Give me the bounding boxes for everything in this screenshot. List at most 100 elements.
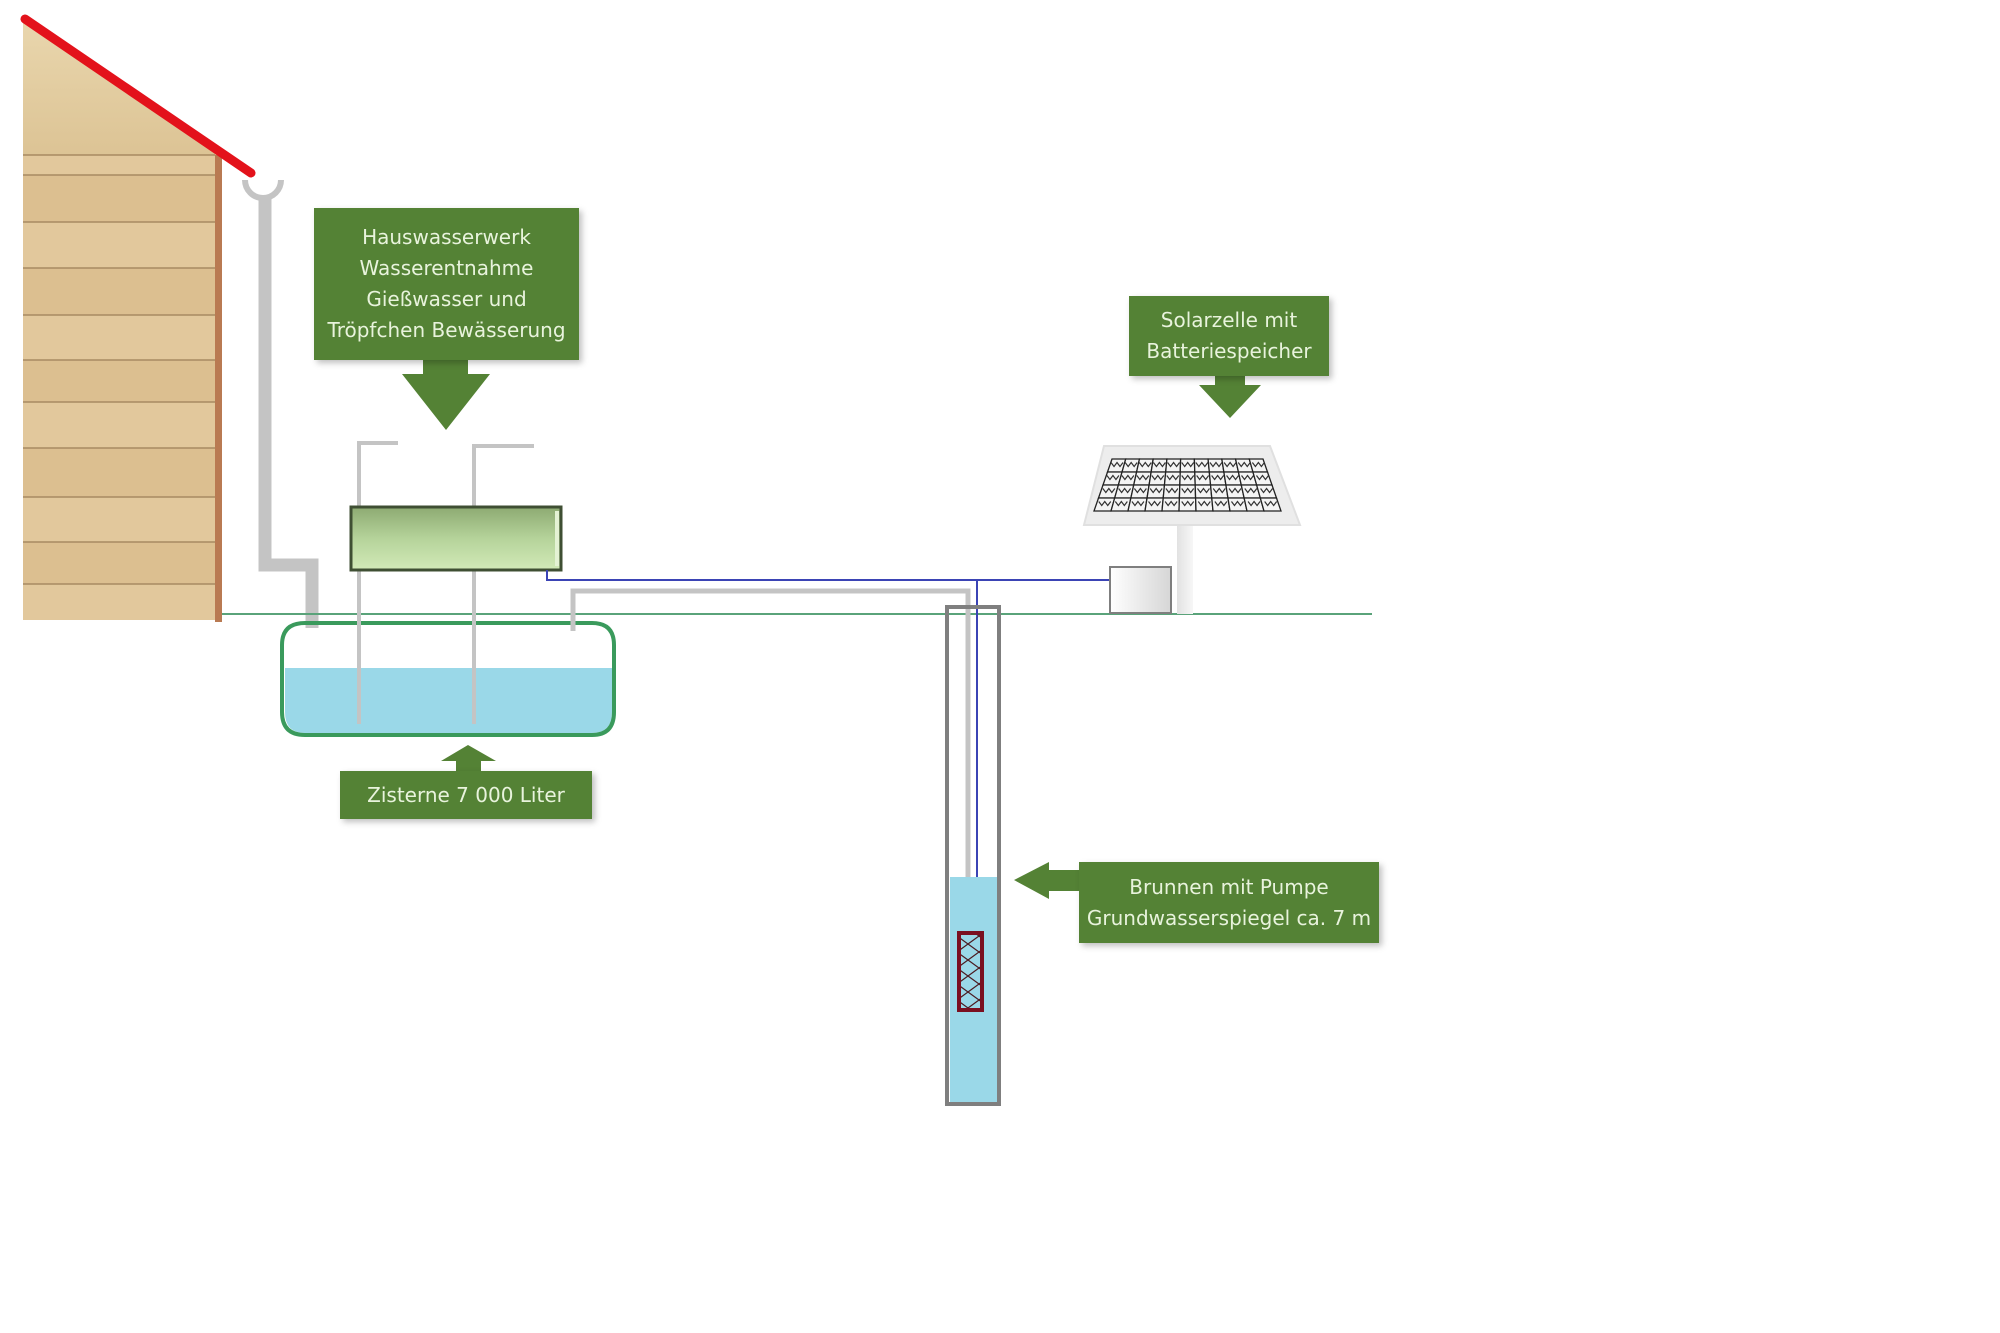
arrow-up-zisterne — [441, 745, 496, 771]
solar-cell-texture — [1136, 474, 1150, 481]
solar-cell — [1209, 484, 1229, 499]
cistern-outline — [280, 621, 616, 737]
solar-cell-texture — [1110, 461, 1124, 468]
solar-cell — [1179, 458, 1196, 473]
label-hauswasserwerk: Hauswasserwerk Wasserentnahme Gießwasser… — [314, 208, 579, 360]
well — [945, 605, 1001, 1106]
solar-cell-texture — [1181, 500, 1195, 507]
solar-cell-texture — [1212, 487, 1226, 494]
hauswasserwerk-unit — [349, 505, 563, 572]
solar-cell — [1161, 497, 1181, 512]
wood-board — [23, 448, 215, 497]
solar-cell — [1150, 458, 1168, 473]
solar-cell-texture — [1151, 474, 1165, 481]
solar-cell-texture — [1121, 474, 1135, 481]
house-corner-trim — [215, 155, 222, 622]
roof — [20, 14, 256, 178]
downpipe — [242, 179, 319, 628]
label-hauswasserwerk-line-2: Wasserentnahme — [359, 256, 534, 280]
wood-board — [23, 315, 215, 360]
cistern-water — [285, 668, 612, 733]
solar-cell-texture — [1118, 487, 1132, 494]
wood-board — [23, 222, 215, 268]
solar-cell — [1164, 458, 1182, 473]
solar-cell — [1130, 484, 1150, 499]
solar-cell-texture — [1102, 487, 1116, 494]
solar-cell-texture — [1131, 500, 1145, 507]
solar-cell-texture — [1098, 500, 1112, 507]
label-brunnen-line-1: Brunnen mit Pumpe — [1129, 874, 1329, 899]
wood-board — [23, 155, 215, 175]
power-cable — [546, 570, 1112, 581]
solar-cell-texture — [1114, 500, 1128, 507]
solar-cell-texture — [1226, 474, 1240, 481]
arrow-down-hauswasserwerk — [402, 360, 490, 430]
solar-cell-texture — [1165, 487, 1179, 494]
label-zisterne: Zisterne 7 000 Liter — [340, 771, 592, 819]
solar-cell-texture — [1181, 487, 1195, 494]
solar-cell — [1259, 497, 1282, 512]
solar-cell-texture — [1197, 500, 1211, 507]
solar-cell — [1178, 484, 1197, 499]
solar-cell-texture — [1211, 474, 1225, 481]
solar-cell-texture — [1164, 500, 1178, 507]
solar-cell-texture — [1260, 487, 1274, 494]
solar-cell-texture — [1231, 500, 1244, 507]
solar-cell-texture — [1106, 474, 1120, 481]
solar-cell-texture — [1181, 461, 1195, 468]
solar-cell-texture — [1264, 500, 1278, 507]
house-wall — [23, 154, 215, 620]
solar-cell-texture — [1166, 474, 1180, 481]
label-solar-line-2: Batteriespeicher — [1146, 339, 1312, 363]
label-solar-line-1: Solarzelle mit — [1160, 308, 1298, 332]
solar-cell — [1162, 484, 1181, 499]
solar-cell-texture — [1197, 487, 1210, 494]
solar-cell — [1148, 471, 1167, 486]
solar-cell-texture — [1244, 487, 1258, 494]
label-hauswasserwerk-line-1: Hauswasserwerk — [362, 225, 531, 249]
wood-board — [23, 175, 215, 222]
suction-pipes — [357, 441, 534, 724]
solar-cell — [1211, 497, 1231, 512]
solar-cell — [1146, 484, 1166, 499]
solar-pole — [1177, 522, 1193, 614]
solar-cell-texture — [1133, 487, 1147, 494]
solar-cell — [1194, 471, 1212, 486]
wood-board — [23, 360, 215, 402]
solar-cell — [1163, 471, 1181, 486]
wood-board — [23, 402, 215, 448]
well-casing — [945, 605, 1001, 1106]
solar-cell-texture — [1209, 461, 1223, 468]
label-hauswasserwerk-line-4: Tröpfchen Bewässerung — [327, 318, 566, 342]
solar-cell-texture — [1138, 461, 1152, 468]
solar-cell-texture — [1241, 474, 1254, 481]
wood-board — [23, 542, 215, 584]
submersible-pump — [957, 931, 984, 1012]
wood-board — [23, 497, 215, 542]
solar-cell-texture — [1251, 461, 1265, 468]
label-zisterne-line-1: Zisterne 7 000 Liter — [367, 782, 565, 807]
solar-cells — [1093, 458, 1282, 512]
solar-cell — [1135, 458, 1154, 473]
solar-cell-texture — [1228, 487, 1242, 494]
solar-cell-texture — [1256, 474, 1269, 481]
solar-cell — [1194, 484, 1213, 499]
wood-board — [23, 584, 215, 620]
solar-cell — [1144, 497, 1164, 512]
solar-cell — [1127, 497, 1148, 512]
solar-panel — [1082, 445, 1302, 614]
solar-cell-texture — [1214, 500, 1228, 507]
battery — [1109, 566, 1172, 614]
solar-cell-texture — [1124, 461, 1138, 468]
label-brunnen-line-2: Grundwasserspiegel ca. 7 m — [1086, 905, 1372, 930]
arrow-down-solar — [1199, 376, 1261, 418]
solar-cell-texture — [1152, 461, 1166, 468]
solar-cell-texture — [1181, 474, 1195, 481]
solar-cell — [1194, 497, 1214, 512]
arrow-left-brunnen — [1014, 862, 1080, 899]
solar-cell-texture — [1196, 474, 1210, 481]
cistern — [280, 621, 616, 737]
solar-cell — [1178, 497, 1197, 512]
solar-cell-texture — [1247, 500, 1261, 507]
